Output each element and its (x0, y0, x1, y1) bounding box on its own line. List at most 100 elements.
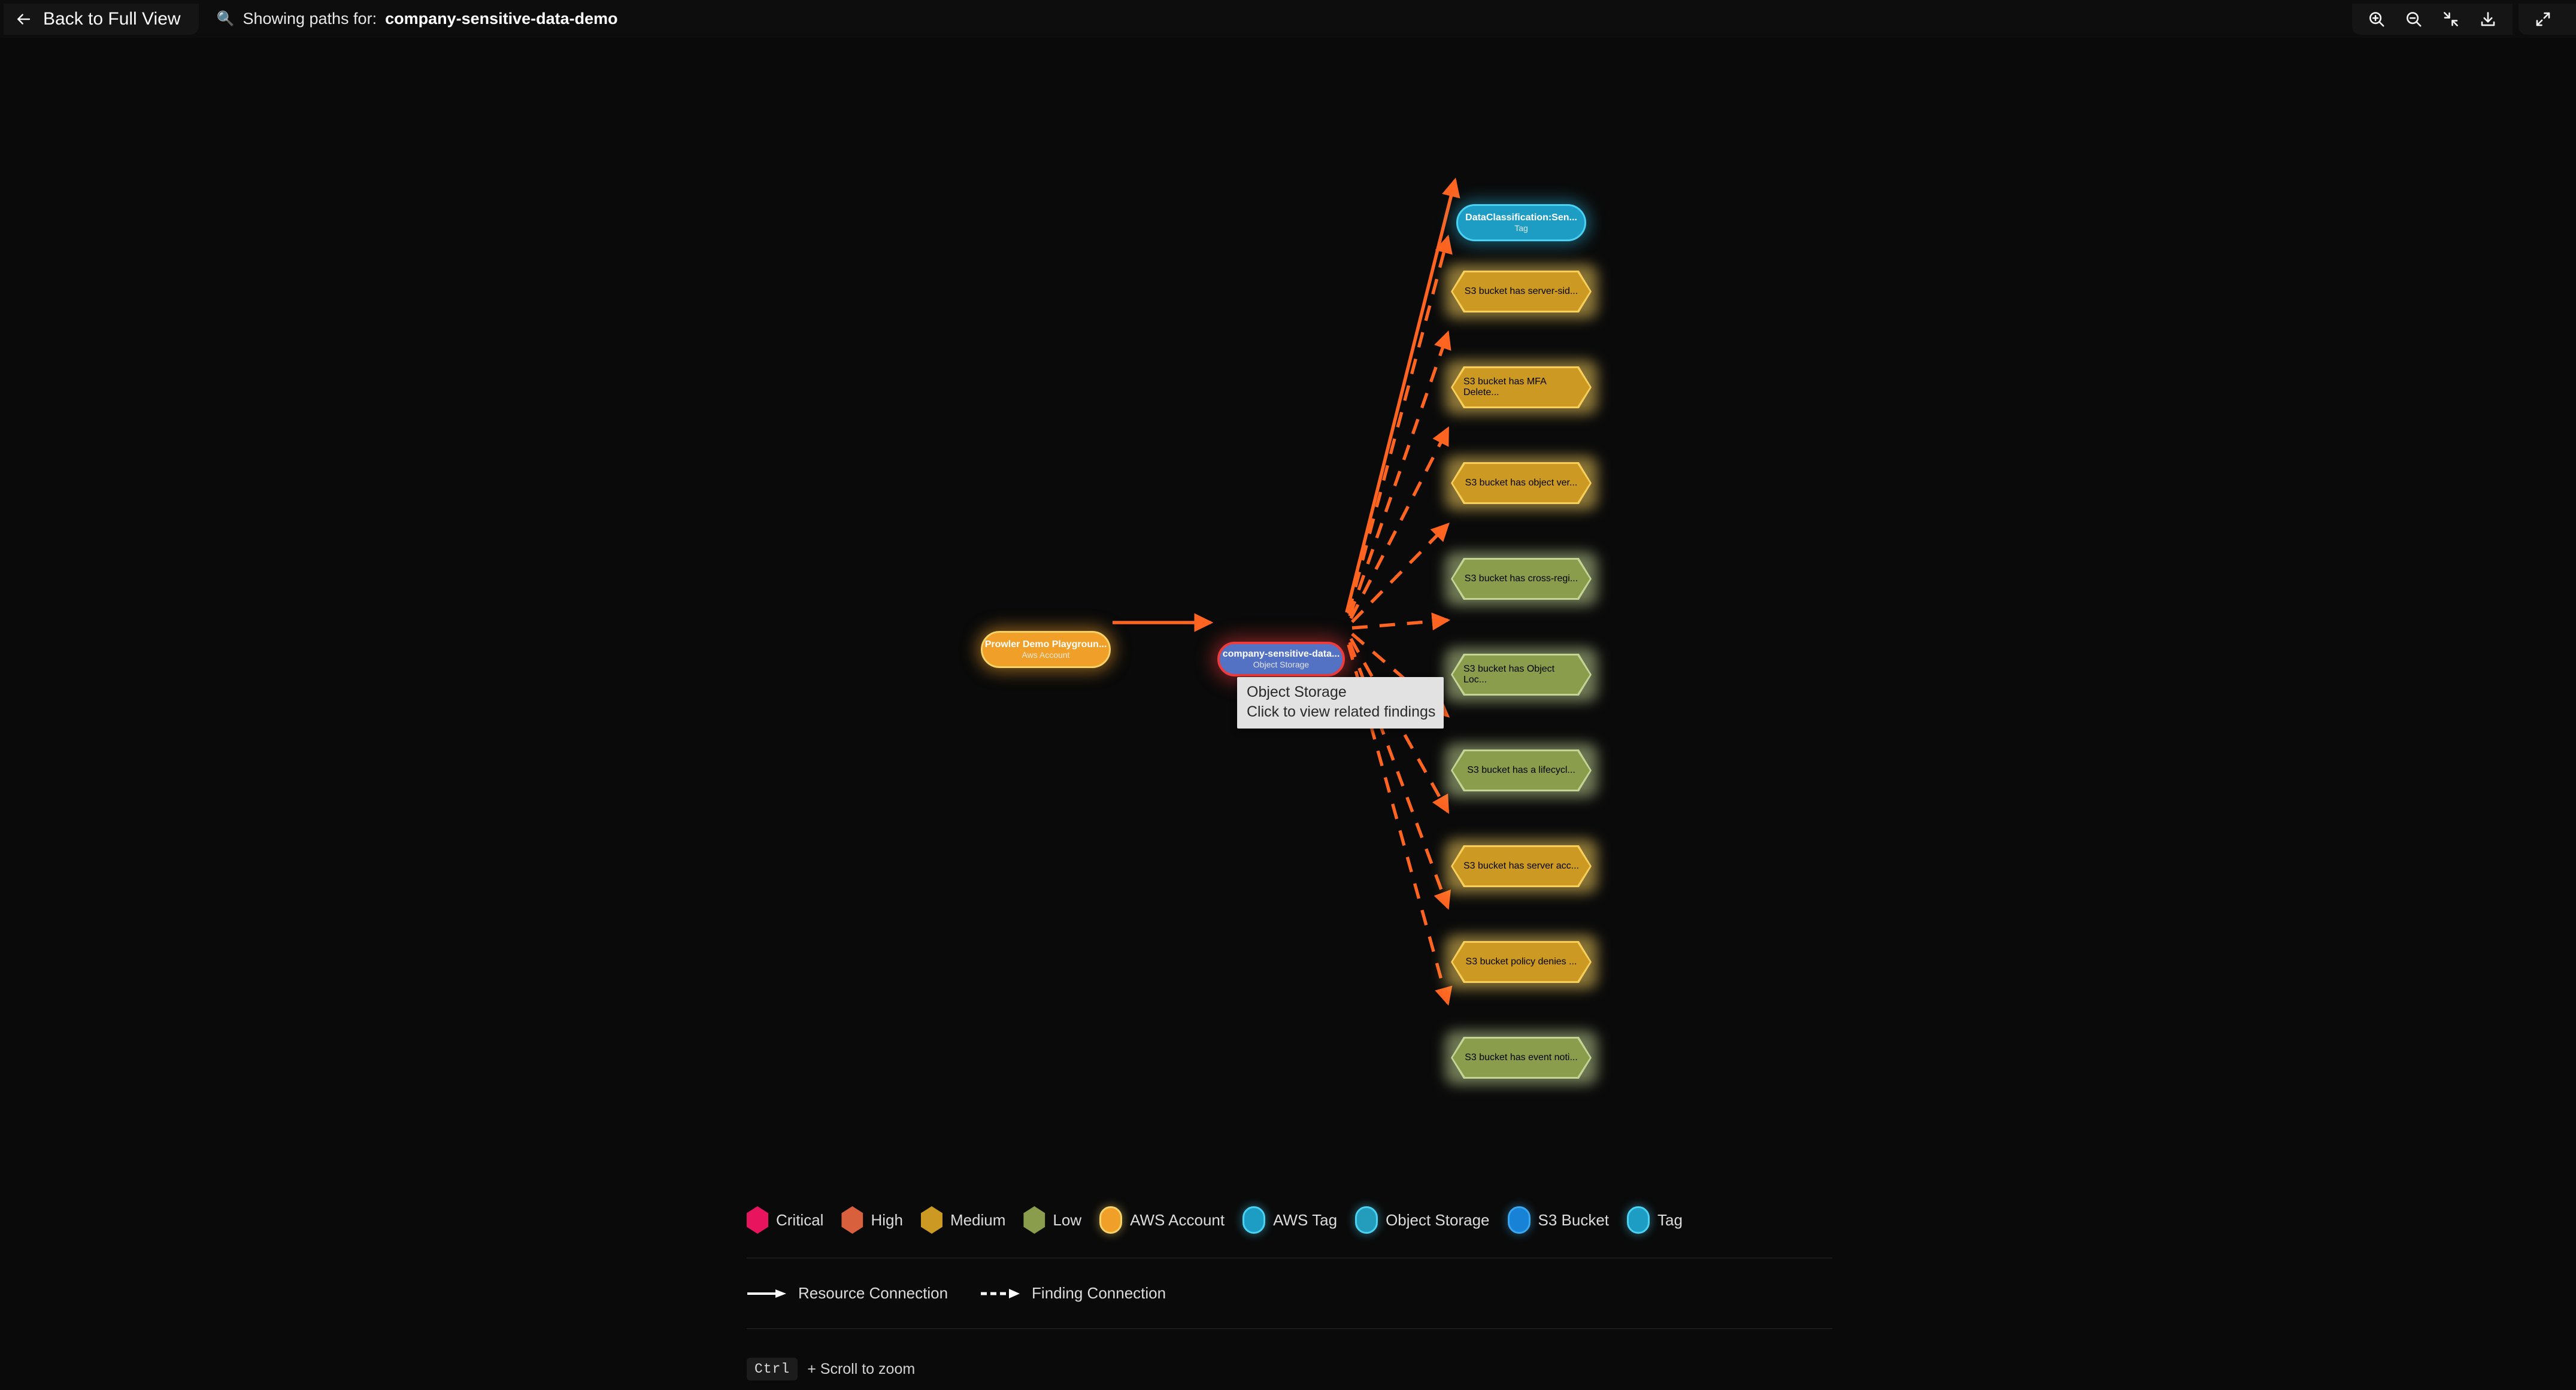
node-subtitle: Aws Account (1022, 650, 1070, 660)
edge-bucket-to-f5 (1351, 612, 1451, 631)
legend-finding-connection: Finding Connection (980, 1284, 1166, 1303)
zoom-in-button[interactable] (2358, 4, 2395, 35)
showing-paths-banner: 🔍 Showing paths for: company-sensitive-d… (217, 10, 618, 28)
node-finding-low[interactable]: S3 bucket has cross-regi... (1445, 552, 1598, 606)
node-subtitle: Object Storage (1253, 660, 1310, 670)
finding-node-body: S3 bucket has server-sid... (1453, 272, 1590, 311)
finding-node-body: S3 bucket has cross-regi... (1453, 560, 1590, 598)
showing-paths-target: company-sensitive-data-demo (385, 10, 618, 28)
tooltip-hint: Click to view related findings (1247, 703, 1436, 720)
legend-label: High (871, 1210, 903, 1229)
arrows-expand-icon (2536, 12, 2550, 26)
magnifier-icon: 🔍 (216, 10, 235, 27)
node-title: DataClassification:Sen... (1465, 212, 1577, 223)
arrows-collapse-icon (2444, 11, 2458, 26)
legend-label: AWS Account (1130, 1210, 1225, 1229)
node-title: S3 bucket has Object Loc... (1463, 664, 1555, 685)
top-toolbar: Back to Full View 🔍 Showing paths for: c… (0, 0, 2576, 38)
severity-swatch-icon (841, 1206, 863, 1234)
node-title: S3 bucket has server-sid... (1464, 286, 1578, 296)
node-title: S3 bucket policy denies ... (1465, 957, 1577, 967)
edge-bucket-to-f4 (1351, 523, 1450, 623)
node-finding-low[interactable]: S3 bucket has event noti... (1445, 1031, 1598, 1085)
legend-nodetype-s3-bucket: S3 Bucket (1507, 1206, 1610, 1234)
legend-label: S3 Bucket (1538, 1210, 1610, 1229)
legend-connections-row: Resource Connection Finding Connection (747, 1284, 1832, 1303)
node-title: S3 bucket has server acc... (1463, 861, 1579, 871)
nodetype-swatch-icon (1627, 1206, 1650, 1234)
node-finding-medium[interactable]: S3 bucket has server acc... (1445, 839, 1598, 893)
legend-label: Tag (1657, 1210, 1683, 1229)
node-finding-low[interactable]: S3 bucket has a lifecycl... (1445, 743, 1598, 797)
node-finding-medium[interactable]: S3 bucket has object ver... (1445, 456, 1598, 510)
node-tag[interactable]: DataClassification:Sen... Tag (1456, 204, 1586, 241)
legend-resource-connection: Resource Connection (747, 1284, 948, 1303)
legend-label: Critical (776, 1210, 824, 1229)
toolbar-group-primary (2352, 3, 2513, 35)
zoom-hint-row: Ctrl + Scroll to zoom (747, 1358, 1832, 1380)
node-finding-medium[interactable]: S3 bucket has server-sid... (1445, 265, 1598, 318)
node-finding-low[interactable]: S3 bucket has Object Loc... (1445, 648, 1598, 702)
finding-node-body: S3 bucket has object ver... (1453, 464, 1590, 502)
node-title: S3 bucket has event noti... (1465, 1052, 1578, 1063)
finding-node-body: S3 bucket has event noti... (1453, 1039, 1590, 1077)
edge-bucket-to-f2 (1348, 330, 1451, 617)
tooltip-title: Object Storage (1247, 684, 1347, 700)
node-subtitle: Tag (1514, 223, 1528, 233)
node-title: S3 bucket has cross-regi... (1464, 573, 1578, 584)
severity-swatch-icon (920, 1206, 942, 1234)
toolbar-group-secondary (2519, 3, 2576, 35)
node-tooltip: Object Storage Click to view related fin… (1237, 677, 1444, 729)
legend-label: Resource Connection (798, 1284, 948, 1302)
finding-node-body: S3 bucket policy denies ... (1453, 943, 1590, 981)
toolbar-actions (2352, 0, 2576, 38)
severity-swatch-icon (747, 1206, 768, 1234)
magnifier-minus-icon (2407, 11, 2422, 27)
legend-label: AWS Tag (1273, 1210, 1338, 1229)
fullscreen-button[interactable] (2525, 4, 2562, 35)
zoom-out-button[interactable] (2395, 4, 2432, 35)
legend-nodetype-tag: Tag (1627, 1206, 1683, 1234)
legend-nodetype-aws-account: AWS Account (1099, 1206, 1225, 1234)
download-button[interactable] (2469, 4, 2507, 35)
hint-text: Scroll to zoom (820, 1360, 916, 1377)
node-title: Prowler Demo Playgroun... (984, 639, 1107, 650)
ctrl-key-badge: Ctrl (747, 1358, 798, 1380)
node-title: S3 bucket has MFA Delete... (1463, 377, 1546, 397)
finding-node-body: S3 bucket has server acc... (1453, 847, 1590, 885)
edge-bucket-to-f1 (1347, 234, 1453, 614)
node-title: company-sensitive-data... (1222, 648, 1340, 659)
node-object-storage-selected[interactable]: company-sensitive-data... Object Storage (1217, 642, 1345, 676)
legend-label: Object Storage (1386, 1210, 1490, 1229)
nodetype-swatch-icon (1242, 1206, 1266, 1234)
edge-bucket-to-f6 (1351, 632, 1450, 718)
nodetype-swatch-icon (1355, 1206, 1378, 1234)
download-icon (2481, 11, 2495, 26)
finding-connection-glyph (980, 1288, 1021, 1300)
legend-severity-low: Low (1023, 1206, 1081, 1234)
magnifier-plus-icon (2369, 11, 2384, 27)
legend-severity-critical: Critical (747, 1206, 823, 1234)
node-finding-medium[interactable]: S3 bucket policy denies ... (1445, 935, 1598, 989)
node-finding-medium[interactable]: S3 bucket has MFA Delete... (1445, 360, 1598, 414)
edge-bucket-to-f8 (1348, 642, 1451, 910)
hint-plus: + (807, 1360, 816, 1377)
node-title: S3 bucket has a lifecycl... (1467, 765, 1575, 775)
edge-bucket-to-f7 (1349, 638, 1450, 814)
back-button-label: Back to Full View (43, 8, 181, 29)
graph-edges (1113, 177, 1460, 1006)
legend-label: Finding Connection (1032, 1284, 1166, 1302)
finding-node-body: S3 bucket has Object Loc... (1453, 655, 1590, 694)
arrow-left-icon (14, 10, 32, 28)
legend-severity-high: High (841, 1206, 903, 1234)
resource-connection-glyph (747, 1288, 787, 1300)
finding-node-body: S3 bucket has MFA Delete... (1453, 368, 1590, 406)
back-to-full-view-button[interactable]: Back to Full View (4, 3, 199, 35)
finding-edges (1347, 234, 1453, 1006)
finding-node-body: S3 bucket has a lifecycl... (1453, 751, 1590, 790)
fit-view-button[interactable] (2432, 4, 2469, 35)
node-aws-account[interactable]: Prowler Demo Playgroun... Aws Account (981, 631, 1111, 668)
graph-canvas[interactable]: Prowler Demo Playgroun... Aws Account co… (0, 38, 2576, 1175)
